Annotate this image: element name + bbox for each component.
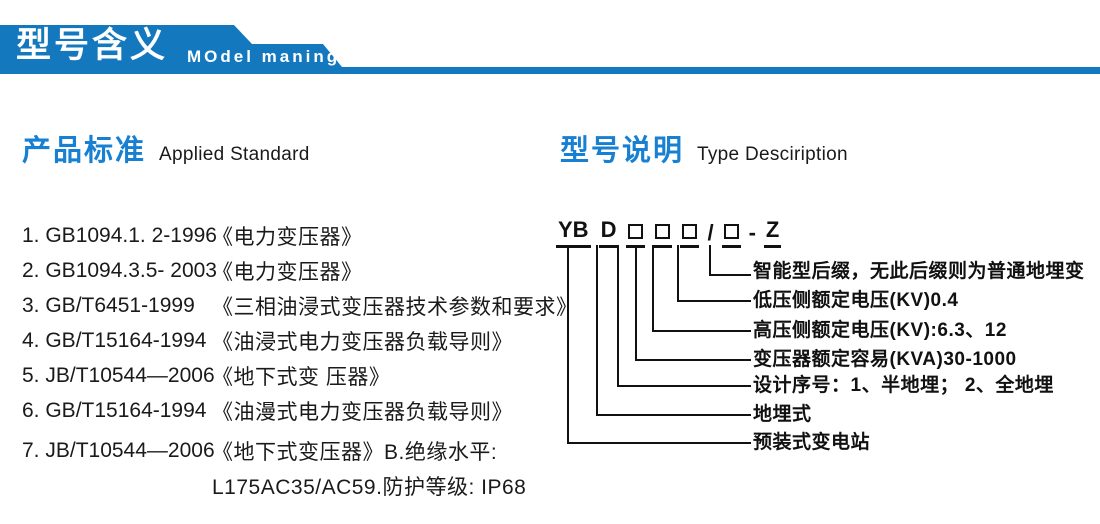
page-title: 型号含义 bbox=[16, 26, 169, 65]
standards-list: 1. GB1094.1. 2-1996 《电力变压器》 2. GB1094.3.… bbox=[22, 218, 577, 503]
model-label-lv-voltage: 低压侧额定电压(KV)0.4 bbox=[753, 290, 959, 311]
model-code-dash: - bbox=[748, 220, 756, 245]
model-label-smart-suffix: 智能型后缀，无此后缀则为普通地埋变 bbox=[753, 261, 1085, 282]
standards-section-header: 产品标准 Applied Standard bbox=[22, 135, 310, 168]
model-code-box-unit bbox=[721, 224, 741, 248]
model-code-box bbox=[682, 224, 698, 239]
standard-row: 5. JB/T10544—2006 《地下式变 压器》 bbox=[22, 358, 552, 393]
standard-code: 3. GB/T6451-1999 bbox=[22, 293, 195, 317]
standard-name: 《油浸式电力变压器负载导则》 bbox=[212, 330, 513, 354]
model-code-box-unit bbox=[680, 224, 700, 248]
model-label-prefab-station: 预装式变电站 bbox=[753, 432, 871, 453]
standards-title-en: Applied Standard bbox=[159, 144, 310, 165]
standard-name: 《地下式变压器》B.绝缘水平: bbox=[212, 440, 498, 464]
model-code-box bbox=[723, 224, 739, 239]
model-code-yb: YB bbox=[556, 219, 591, 248]
model-title-zh: 型号说明 bbox=[560, 135, 685, 167]
standard-name: 《油漫式电力变压器负载导则》 bbox=[212, 400, 513, 424]
model-title-en: Type Desciription bbox=[697, 144, 848, 165]
model-code-box bbox=[628, 224, 644, 239]
standard-row: 3. GB/T6451-1999 《三相油浸式变压器技术参数和要求》 bbox=[22, 288, 577, 323]
page-subtitle: MOdel maning bbox=[187, 47, 341, 66]
standard-row: 1. GB1094.1. 2-1996 《电力变压器》 bbox=[22, 218, 552, 253]
standard-name: 《地下式变 压器》 bbox=[212, 365, 391, 389]
standard-code: 6. GB/T15164-1994 bbox=[22, 398, 207, 422]
model-label-buried-type: 地埋式 bbox=[753, 404, 812, 425]
standard-row-continuation: L175AC35/AC59.防护等级: IP68 bbox=[22, 468, 552, 503]
standard-code: 5. JB/T10544—2006 bbox=[22, 363, 215, 387]
model-section-header: 型号说明 Type Desciription bbox=[560, 135, 848, 168]
standard-code: 1. GB1094.1. 2-1996 bbox=[22, 223, 217, 247]
standard-name: 《电力变压器》 bbox=[212, 260, 363, 284]
banner-ribbon bbox=[0, 25, 1100, 74]
model-code-d: D bbox=[598, 219, 619, 248]
standard-code: 7. JB/T10544—2006 bbox=[22, 438, 215, 462]
model-code-slash: / bbox=[707, 220, 714, 245]
model-label-hv-voltage: 高压侧额定电压(KV):6.3、12 bbox=[753, 320, 1007, 341]
standard-name: 《电力变压器》 bbox=[212, 225, 363, 249]
connector-lines bbox=[567, 245, 751, 444]
standard-row: 7. JB/T10544—2006 《地下式变压器》B.绝缘水平: bbox=[22, 433, 552, 468]
standard-row: 4. GB/T15164-1994 《油浸式电力变压器负载导则》 bbox=[22, 323, 552, 358]
standard-row: 2. GB1094.3.5- 2003 《电力变压器》 bbox=[22, 253, 552, 288]
model-label-rated-capacity: 变压器额定容易(KVA)30-1000 bbox=[753, 349, 1017, 370]
standard-code: 4. GB/T15164-1994 bbox=[22, 328, 207, 352]
standards-title-zh: 产品标准 bbox=[22, 135, 147, 167]
standard-name: 《三相油浸式变压器技术参数和要求》 bbox=[212, 295, 578, 319]
model-code-box-unit bbox=[653, 224, 673, 248]
standard-row: 6. GB/T15164-1994 《油漫式电力变压器负载导则》 bbox=[22, 393, 552, 428]
standard-name: L175AC35/AC59.防护等级: IP68 bbox=[212, 475, 527, 499]
model-label-design-serial: 设计序号：1、半地埋； 2、全地埋 bbox=[753, 375, 1054, 396]
model-code-box bbox=[655, 224, 671, 239]
standard-code: 2. GB1094.3.5- 2003 bbox=[22, 258, 217, 282]
model-code-z: Z bbox=[763, 219, 782, 248]
